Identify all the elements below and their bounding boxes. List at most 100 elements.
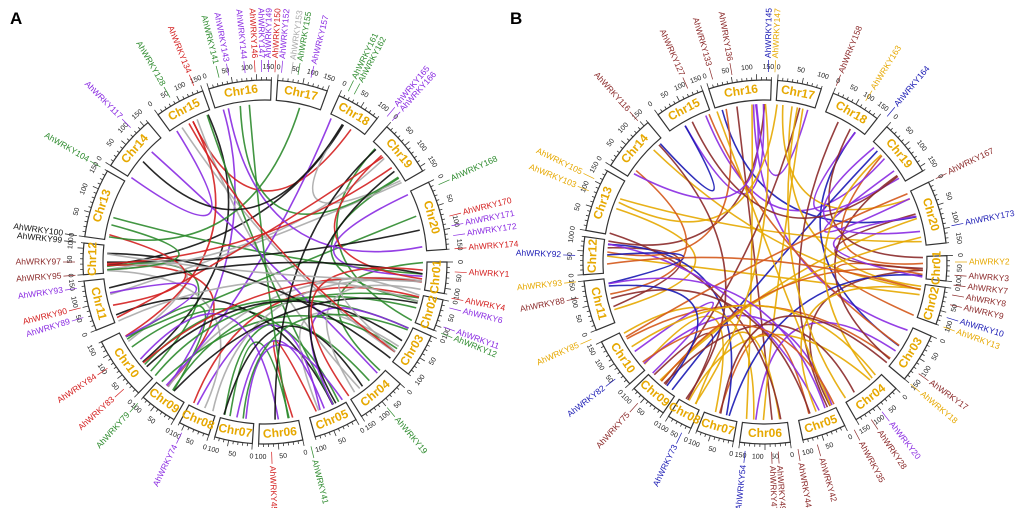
gene-leader-line: [865, 90, 873, 102]
tick-mark: [221, 81, 224, 86]
tick-mark: [82, 305, 89, 308]
tick-mark: [945, 286, 952, 289]
tick-mark: [346, 424, 350, 428]
tick-mark: [401, 139, 404, 142]
tick-mark: [389, 394, 392, 398]
tick-label: 50: [456, 274, 464, 282]
tick-mark: [226, 80, 229, 84]
tick-mark: [351, 99, 355, 103]
gene-marker: AhWRKY149: [263, 8, 274, 73]
gene-leader-line: [274, 60, 276, 73]
tick-mark: [206, 83, 210, 90]
gene-label: AhWRKY174: [468, 239, 519, 252]
tick-mark: [88, 206, 92, 208]
synteny-link: [608, 284, 699, 387]
synteny-link: [813, 131, 900, 213]
tick-mark: [695, 430, 698, 434]
gene-marker: AhWRKY173: [951, 208, 1015, 227]
synteny-link: [106, 262, 200, 372]
tick-label: 0: [616, 389, 624, 397]
tick-mark: [84, 210, 91, 213]
tick-mark: [150, 406, 155, 412]
gene-leader-line: [946, 317, 959, 322]
tick-label: 0: [439, 338, 447, 345]
tick-mark: [939, 208, 943, 210]
tick-mark: [890, 127, 893, 131]
tick-label: 100: [173, 81, 187, 92]
tick-mark: [916, 362, 920, 365]
tick-mark: [216, 83, 219, 87]
tick-label: 0: [955, 287, 962, 292]
tick-mark: [432, 189, 436, 192]
tick-mark: [910, 151, 914, 154]
gene-leader-line: [777, 451, 780, 464]
tick-mark: [696, 89, 699, 93]
tick-label: 50: [291, 66, 300, 74]
gene-marker: AhWRKY45: [268, 451, 280, 508]
chromosome-label: Chr17: [283, 83, 320, 104]
gene-label: AhWRKY168: [449, 153, 499, 183]
gene-leader-line: [797, 449, 801, 461]
tick-label: 150: [131, 108, 144, 121]
tick-label: 100: [67, 237, 75, 249]
chromosome-block: [909, 181, 947, 246]
tick-mark: [437, 319, 441, 322]
tick-label: 150: [567, 279, 575, 292]
gene-leader-line: [114, 388, 125, 398]
tick-mark: [801, 77, 804, 84]
tick-label: 50: [106, 138, 116, 149]
gene-label: AhWRKY45: [268, 466, 280, 508]
tick-mark: [673, 100, 676, 104]
tick-mark: [931, 335, 937, 339]
tick-label: 100: [255, 454, 267, 461]
tick-mark: [396, 387, 400, 390]
chromosome-block: [888, 327, 933, 380]
chromosome-block: [414, 294, 444, 331]
tick-mark: [373, 407, 377, 411]
tick-label: 100: [580, 180, 591, 194]
tick-mark: [610, 159, 614, 162]
gene-label: AhWRKY167: [946, 145, 996, 176]
tick-mark: [319, 435, 322, 439]
synteny-link: [823, 154, 882, 379]
tick-mark: [617, 371, 621, 375]
gene-marker: AhWRKY85: [535, 338, 592, 367]
gene-marker: AhWRKY47: [768, 451, 779, 508]
tick-label: 50: [574, 202, 583, 212]
tick-mark: [935, 323, 939, 326]
synteny-link: [142, 123, 344, 211]
gene-marker: AhWRKY145: [763, 8, 774, 73]
tick-label: 0: [202, 444, 208, 452]
gene-label: AhWRKY19: [393, 415, 430, 456]
tick-mark: [121, 140, 127, 145]
tick-mark: [660, 109, 663, 113]
tick-mark: [943, 226, 950, 229]
gene-leader-line: [443, 326, 455, 332]
synteny-link: [664, 107, 801, 386]
gene-label: AhWRKY163: [868, 43, 903, 91]
gene-leader-line: [910, 383, 920, 393]
synteny-link: [708, 113, 900, 347]
tick-mark: [91, 196, 95, 199]
tick-mark: [436, 199, 440, 201]
tick-mark: [668, 103, 672, 107]
tick-mark: [913, 366, 917, 369]
synteny-link: [310, 267, 423, 397]
gene-leader-line: [583, 173, 595, 180]
gene-label: AhWRKY93: [17, 285, 64, 301]
tick-mark: [631, 388, 635, 391]
gene-label: AhWRKY1: [468, 267, 509, 279]
tick-mark: [630, 134, 634, 138]
tick-mark: [364, 107, 367, 111]
synteny-link: [643, 315, 725, 413]
panel-letter-b: B: [510, 9, 522, 28]
tick-mark: [439, 208, 443, 211]
synteny-link: [310, 307, 409, 406]
tick-label: 50: [146, 416, 156, 426]
tick-mark: [173, 100, 176, 104]
tick-mark: [369, 410, 372, 414]
